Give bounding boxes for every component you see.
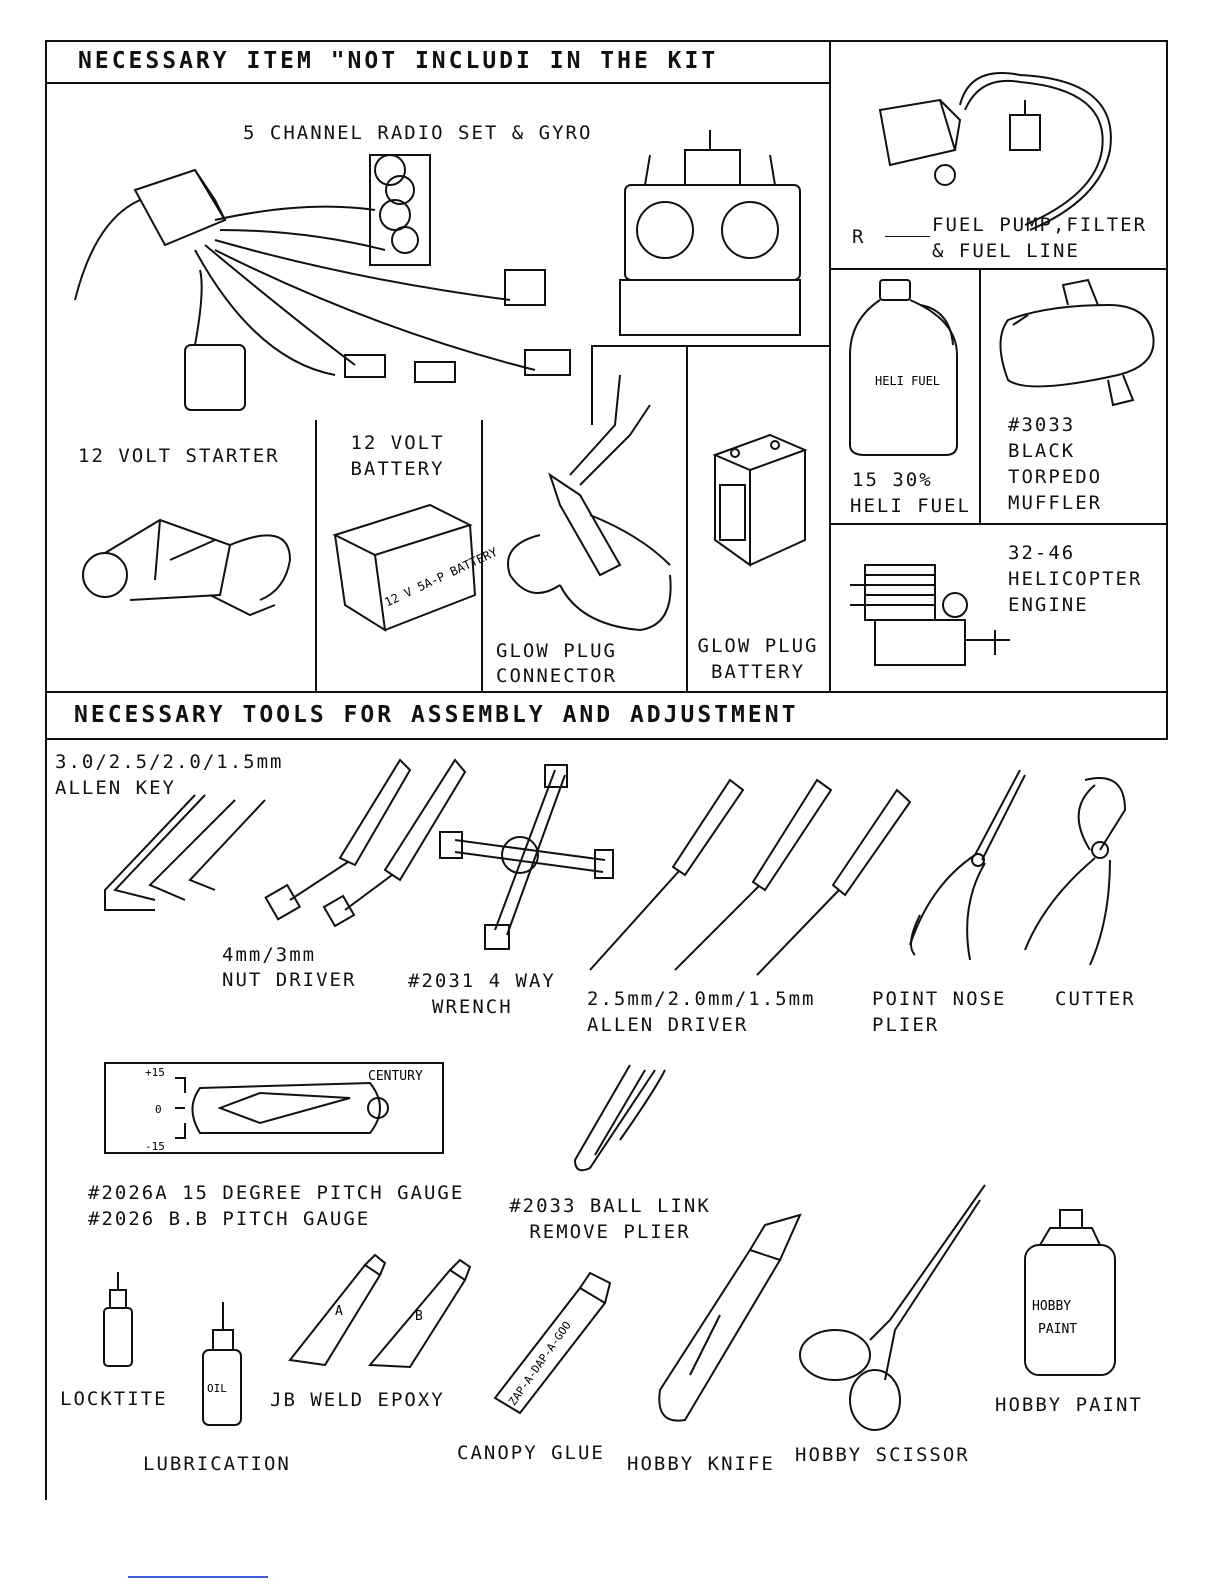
hobby-paint-can-illustration: HOBBY PAINT bbox=[1020, 1205, 1120, 1380]
epoxy-tubes-illustration: A B bbox=[285, 1255, 475, 1375]
heli-fuel-label-1: 15 30% bbox=[852, 469, 933, 491]
battery-label-1: 12 VOLT bbox=[350, 432, 445, 454]
allen-key-label-2: ALLEN KEY bbox=[55, 777, 176, 799]
glow-battery-label-2: BATTERY bbox=[710, 661, 806, 683]
nut-driver-label-2: NUT DRIVER bbox=[222, 969, 357, 991]
cutter-illustration bbox=[1015, 770, 1135, 970]
epoxy-label: JB WELD EPOXY bbox=[270, 1389, 445, 1411]
top-border bbox=[45, 40, 1167, 42]
muffler-label-2: BLACK bbox=[1008, 440, 1076, 462]
pitch-gauge-label-1: #2026A 15 DEGREE PITCH GAUGE bbox=[88, 1182, 465, 1204]
wrench-label-1: #2031 4 WAY bbox=[408, 970, 556, 992]
kit-bottom-line bbox=[45, 691, 1167, 693]
muffler-label-3: TORPEDO bbox=[1008, 466, 1103, 488]
glow-connector-label-2: CONNECTOR bbox=[496, 665, 617, 687]
kit-section-title: NECESSARY ITEM "NOT INCLUDI IN THE KIT bbox=[78, 48, 719, 74]
hobby-scissor-label: HOBBY SCISSOR bbox=[795, 1444, 970, 1466]
engine-label-3: ENGINE bbox=[1008, 594, 1089, 616]
allen-driver-label-2: ALLEN DRIVER bbox=[587, 1014, 749, 1036]
glow-battery-label-1: GLOW PLUG bbox=[697, 635, 819, 657]
hobby-knife-label: HOBBY KNIFE bbox=[627, 1453, 775, 1475]
pitch-gauge-mid: 0 bbox=[155, 1103, 162, 1116]
fuel-muffler-divider bbox=[979, 268, 981, 524]
glow-battery-illustration bbox=[705, 425, 810, 570]
fuel-pump-illustration bbox=[860, 60, 1150, 240]
battery-label-2: BATTERY bbox=[350, 458, 445, 480]
muffler-label-4: MUFFLER bbox=[1008, 492, 1103, 514]
ball-link-label-1: #2033 BALL LINK bbox=[509, 1195, 711, 1217]
tools-header-underline bbox=[45, 738, 1167, 740]
fuel-pump-label-2: & FUEL LINE bbox=[932, 240, 1080, 262]
engine-label-2: HELICOPTER bbox=[1008, 568, 1143, 590]
fuel-pump-label-1: FUEL PUMP,FILTER bbox=[932, 214, 1148, 236]
lubrication-label: LUBRICATION bbox=[143, 1453, 291, 1475]
canopy-glue-tube-illustration: ZAP-A-DAP-A-GOO bbox=[490, 1268, 615, 1418]
kit-header-underline bbox=[45, 82, 830, 84]
starter-divider bbox=[315, 420, 317, 692]
heli-fuel-jug-text: HELI FUEL bbox=[875, 374, 940, 388]
glow-top-line bbox=[591, 345, 830, 347]
pitch-gauge-bot: -15 bbox=[145, 1140, 165, 1153]
locktite-bottle-illustration bbox=[98, 1270, 138, 1370]
kit-divider-vertical bbox=[829, 40, 831, 692]
hobby-knife-illustration bbox=[650, 1210, 805, 1435]
ball-link-plier-illustration bbox=[565, 1060, 675, 1180]
battery-divider bbox=[481, 420, 483, 692]
right-border bbox=[1166, 40, 1168, 740]
fuel-pump-pointer bbox=[885, 236, 930, 237]
point-nose-plier-illustration bbox=[900, 765, 1030, 965]
nut-driver-illustration bbox=[260, 750, 470, 930]
point-nose-label-2: PLIER bbox=[872, 1014, 940, 1036]
allen-driver-label-1: 2.5mm/2.0mm/1.5mm bbox=[587, 988, 816, 1010]
heli-fuel-label-2: HELI FUEL bbox=[850, 495, 971, 517]
allen-driver-illustration bbox=[585, 775, 915, 980]
canopy-glue-label: CANOPY GLUE bbox=[457, 1442, 605, 1464]
epoxy-tube-a-label: A bbox=[335, 1304, 343, 1319]
nut-driver-label-1: 4mm/3mm bbox=[222, 944, 317, 966]
hobby-paint-can-text-1: HOBBY bbox=[1032, 1299, 1071, 1314]
epoxy-tube-b-label: B bbox=[415, 1309, 423, 1324]
engine-divider bbox=[830, 523, 1167, 525]
glow-divider bbox=[686, 345, 688, 692]
lubrication-bottle-text: OIL bbox=[207, 1382, 227, 1395]
point-nose-label-1: POINT NOSE bbox=[872, 988, 1007, 1010]
wrench-label-2: WRENCH bbox=[432, 996, 513, 1018]
allen-key-illustration bbox=[95, 790, 275, 920]
allen-key-label-1: 3.0/2.5/2.0/1.5mm bbox=[55, 751, 284, 773]
four-way-wrench-illustration bbox=[435, 760, 615, 950]
canopy-glue-tube-text: ZAP-A-DAP-A-GOO bbox=[506, 1319, 574, 1408]
heli-fuel-jug-illustration: HELI FUEL bbox=[845, 275, 965, 460]
ball-link-label-2: REMOVE PLIER bbox=[529, 1221, 691, 1243]
glow-left-line bbox=[591, 345, 593, 425]
pitch-gauge-brand: CENTURY bbox=[368, 1069, 423, 1084]
fuel-pump-divider bbox=[830, 268, 1167, 270]
muffler-illustration bbox=[988, 280, 1163, 410]
radio-set-label: 5 CHANNEL RADIO SET & GYRO bbox=[243, 122, 593, 144]
hobby-paint-can-text-2: PAINT bbox=[1038, 1322, 1077, 1337]
glow-connector-illustration bbox=[500, 365, 680, 640]
tools-section-title: NECESSARY TOOLS FOR ASSEMBLY AND ADJUSTM… bbox=[74, 702, 799, 728]
glow-connector-label-1: GLOW PLUG bbox=[496, 640, 617, 662]
hobby-scissor-illustration bbox=[795, 1180, 995, 1440]
pitch-gauge-label-2: #2026 B.B PITCH GAUGE bbox=[88, 1208, 371, 1230]
muffler-label-1: #3033 bbox=[1008, 414, 1076, 436]
battery-illustration: 12 V 5A-P BATTERY bbox=[330, 495, 500, 635]
locktite-label: LOCKTITE bbox=[60, 1388, 168, 1410]
lubrication-bottle-illustration: OIL bbox=[195, 1300, 245, 1430]
hobby-paint-label: HOBBY PAINT bbox=[995, 1394, 1143, 1416]
starter-label: 12 VOLT STARTER bbox=[78, 445, 280, 467]
fuel-pump-marker: R bbox=[852, 226, 866, 248]
engine-illustration bbox=[845, 545, 1020, 685]
engine-label-1: 32-46 bbox=[1008, 542, 1076, 564]
pitch-gauge-illustration: CENTURY +15 0 -15 bbox=[100, 1058, 450, 1163]
radio-set-illustration bbox=[55, 130, 815, 420]
footer-link-underline bbox=[128, 1576, 268, 1578]
starter-illustration bbox=[70, 490, 310, 630]
left-border bbox=[45, 40, 47, 1500]
cutter-label: CUTTER bbox=[1055, 988, 1136, 1010]
pitch-gauge-top: +15 bbox=[145, 1066, 165, 1079]
